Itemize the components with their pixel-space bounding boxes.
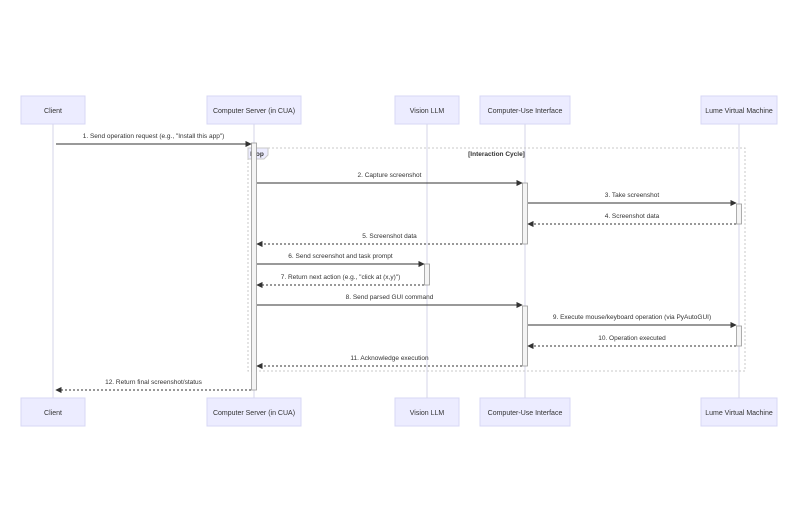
participant-label-bottom-server: Computer Server (in CUA) bbox=[213, 410, 295, 417]
participant-box-top-vm bbox=[700, 95, 778, 125]
participant-box-bottom-llm bbox=[394, 397, 460, 427]
participant-label-bottom-llm: Vision LLM bbox=[410, 410, 445, 417]
participant-label-top-cui: Computer-Use Interface bbox=[488, 108, 563, 115]
participant-box-top-server bbox=[206, 95, 302, 125]
participant-box-top-llm bbox=[394, 95, 460, 125]
participant-label-top-vm: Lume Virtual Machine bbox=[705, 108, 773, 115]
activation-bar-cui-1 bbox=[522, 182, 528, 245]
participant-label-top-llm: Vision LLM bbox=[410, 108, 445, 115]
loop-frame: loop [Interaction Cycle] bbox=[247, 147, 746, 372]
participant-box-bottom-client bbox=[20, 397, 86, 427]
participant-box-bottom-vm bbox=[700, 397, 778, 427]
participant-boxes-bottom: Client Computer Server (in CUA) Vision LLM… bbox=[20, 397, 778, 427]
message-label-8: 8. Send parsed GUI command bbox=[346, 294, 434, 301]
message-label-12: 12. Return final screenshot/status bbox=[105, 379, 203, 386]
participant-label-bottom-cui: Computer-Use Interface bbox=[488, 410, 563, 417]
participant-label-top-client: Client bbox=[44, 108, 62, 115]
message-label-6: 6. Send screenshot and task prompt bbox=[288, 253, 393, 260]
message-label-1: 1. Send operation request (e.g., "Instal… bbox=[83, 133, 225, 140]
participant-label-top-server: Computer Server (in CUA) bbox=[213, 108, 295, 115]
message-label-5: 5. Screenshot data bbox=[362, 233, 417, 240]
participant-box-bottom-cui bbox=[479, 397, 571, 427]
participant-boxes-top: Client Computer Server (in CUA) Vision LLM… bbox=[20, 95, 778, 125]
participant-label-bottom-client: Client bbox=[44, 410, 62, 417]
participant-box-bottom-server bbox=[206, 397, 302, 427]
message-label-11: 11. Acknowledge execution bbox=[350, 355, 429, 362]
message-label-7: 7. Return next action (e.g., "click at (… bbox=[281, 274, 401, 281]
activation-bar-vm-2 bbox=[736, 203, 742, 225]
activation-bar-llm-3 bbox=[424, 263, 430, 286]
message-label-4: 4. Screenshot data bbox=[605, 213, 660, 220]
message-label-2: 2. Capture screenshot bbox=[358, 172, 422, 179]
loop-condition: [Interaction Cycle] bbox=[468, 151, 525, 158]
participant-box-top-cui bbox=[479, 95, 571, 125]
activation-bar-cui-4 bbox=[522, 305, 528, 367]
message-label-9: 9. Execute mouse/keyboard operation (via… bbox=[553, 314, 711, 321]
activation-bar-server-0 bbox=[251, 142, 257, 391]
loop-keyword: loop bbox=[250, 151, 264, 158]
activation-bars bbox=[251, 142, 742, 391]
participant-label-bottom-vm: Lume Virtual Machine bbox=[705, 410, 773, 417]
loop-border bbox=[247, 147, 746, 372]
message-label-10: 10. Operation executed bbox=[598, 335, 666, 342]
message-label-3: 3. Take screenshot bbox=[605, 192, 660, 199]
activation-bar-vm-5 bbox=[736, 325, 742, 347]
participant-box-top-client bbox=[20, 95, 86, 125]
messages: 1. Send operation request (e.g., "Instal… bbox=[55, 133, 737, 394]
